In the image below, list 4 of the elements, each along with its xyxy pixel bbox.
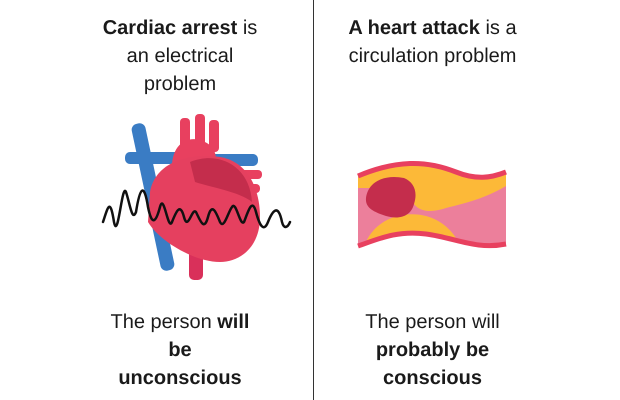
- heading-text: A heart attack is a circulation problem: [347, 16, 518, 69]
- outcome-text: The person will probably be conscious: [364, 310, 501, 391]
- outcome-text: The person will be unconscious: [110, 310, 250, 391]
- heading-text: Cardiac arrest is an electrical problem: [102, 16, 258, 97]
